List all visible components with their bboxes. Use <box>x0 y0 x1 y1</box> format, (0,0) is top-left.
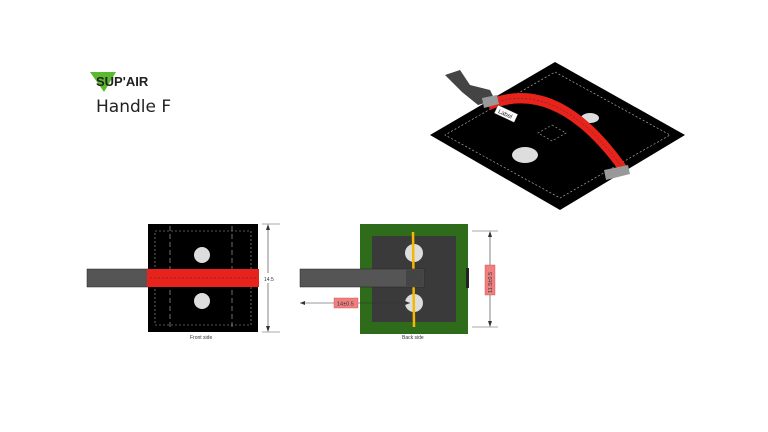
svg-text:SUP'AIR: SUP'AIR <box>96 74 149 89</box>
svg-text:14.5: 14.5 <box>264 277 274 283</box>
svg-text:11.5±0.5: 11.5±0.5 <box>488 272 494 293</box>
supair-logo-icon: SUP'AIR <box>90 72 149 92</box>
svg-text:Front side: Front side <box>190 335 212 341</box>
iso-view: Label <box>430 62 685 210</box>
back-view: 14±0.5 11.5±0.5 Back side <box>299 224 498 341</box>
svg-text:Label: Label <box>497 109 513 121</box>
supair-logo: SUP'AIR <box>90 70 190 94</box>
front-view: 14.5 Front side <box>86 223 280 341</box>
page-title: Handle F <box>96 97 172 117</box>
svg-text:Back side: Back side <box>402 335 424 341</box>
svg-text:14±0.5: 14±0.5 <box>337 302 354 308</box>
